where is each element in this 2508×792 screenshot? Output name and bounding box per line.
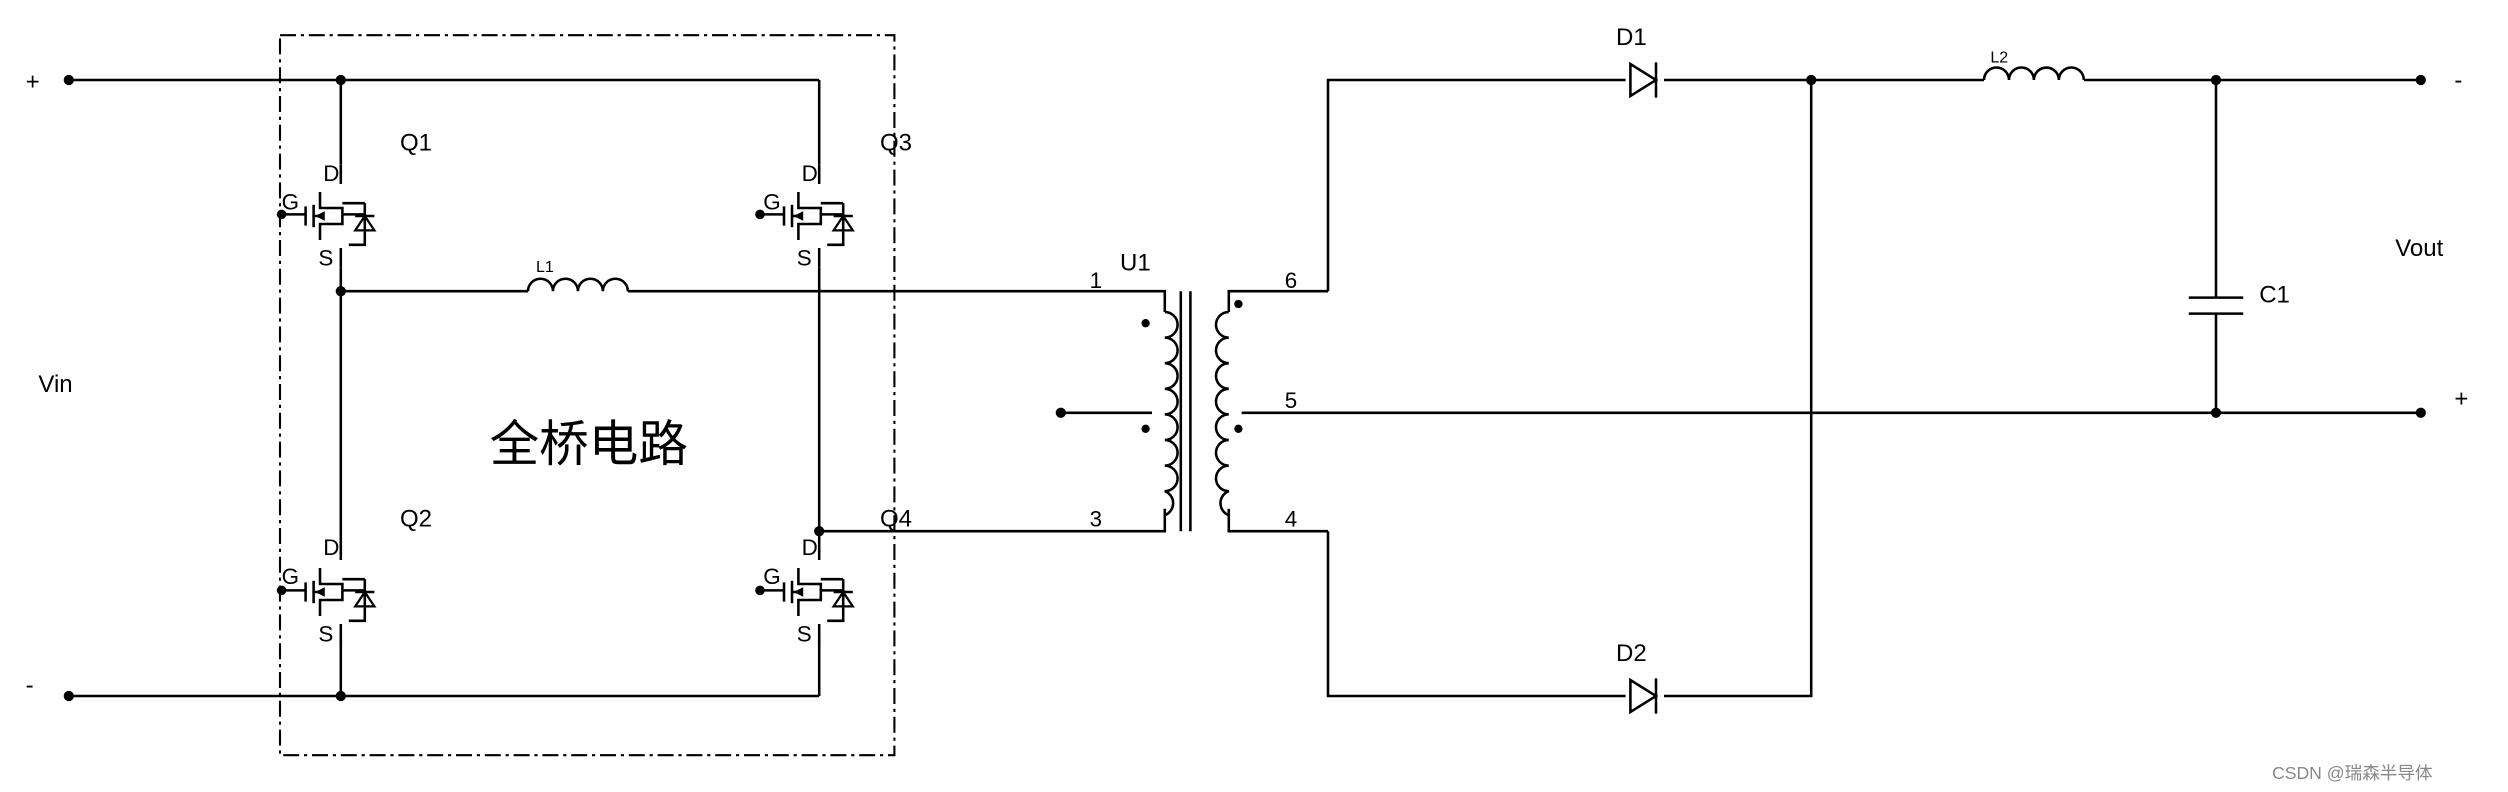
q3-drain-label: D [802, 161, 818, 186]
q3-gate-label: G [763, 190, 780, 215]
inductor-l2 [1982, 66, 2421, 86]
q3-label: Q3 [880, 129, 912, 156]
q2-label: Q2 [400, 505, 432, 532]
mosfet-q3 [758, 164, 855, 268]
q4-source-label: S [797, 622, 812, 647]
q4-gate-label: G [763, 564, 780, 589]
inductor-l1 [340, 277, 1167, 313]
diode-d1 [1629, 61, 1658, 99]
q3-source-label: S [797, 246, 812, 271]
vin-minus-label: - [26, 672, 34, 699]
vout-bottom-terminal-label: + [2454, 385, 2468, 412]
c1-label: C1 [2259, 281, 2290, 308]
left-leg-wiring [335, 80, 346, 697]
mosfet-q2 [280, 540, 376, 644]
q1-gate-label: G [282, 190, 299, 215]
mosfet-q4 [758, 540, 855, 644]
u1-pin-1: 1 [1090, 268, 1102, 293]
full-bridge-boundary [278, 34, 896, 757]
d2-label: D2 [1616, 640, 1647, 667]
mosfet-q1 [280, 164, 376, 268]
l2-label: L2 [1990, 49, 2008, 66]
u1-pin-3: 3 [1090, 506, 1102, 531]
u1-pin-5: 5 [1285, 388, 1297, 413]
output-terminals [2216, 74, 2426, 418]
q2-source-label: S [318, 622, 333, 647]
q1-source-label: S [318, 246, 333, 271]
q1-label: Q1 [400, 129, 432, 156]
u1-label: U1 [1120, 249, 1151, 276]
vout-top-terminal-label: - [2454, 67, 2462, 94]
watermark: CSDN @瑞森半导体 [2272, 763, 2433, 783]
l1-label: L1 [536, 259, 554, 276]
diagram-title: 全桥电路 [490, 415, 688, 473]
q4-midpoint-wire [819, 508, 1167, 533]
capacitor-c1 [2188, 80, 2244, 418]
rectifier-wiring [1326, 74, 1985, 698]
vin-label: Vin [38, 371, 72, 398]
q2-drain-label: D [323, 535, 339, 560]
vout-label: Vout [2395, 235, 2443, 262]
q4-label: Q4 [880, 505, 912, 532]
u1-pin-4: 4 [1285, 506, 1297, 531]
q1-drain-label: D [323, 161, 339, 186]
d1-label: D1 [1616, 24, 1647, 51]
u1-pin-6: 6 [1285, 268, 1297, 293]
transformer-u1 [1055, 289, 2217, 533]
input-rails [63, 74, 820, 702]
diode-d2 [1629, 677, 1658, 715]
q2-gate-label: G [282, 564, 299, 589]
q4-drain-label: D [802, 535, 818, 560]
vin-plus-label: + [26, 69, 40, 96]
